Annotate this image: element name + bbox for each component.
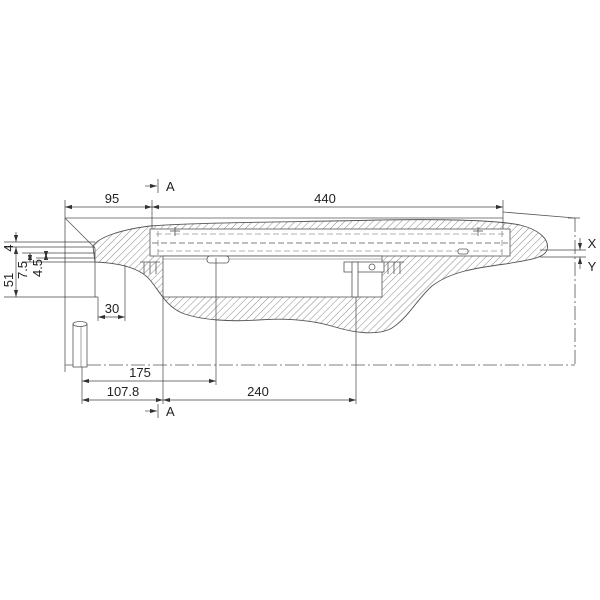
post-body — [72, 323, 88, 368]
mounting-screw-left — [170, 227, 180, 236]
offset-label-y: Y — [588, 259, 597, 274]
dimension-label-175: 175 — [129, 365, 151, 380]
valve-mark — [457, 248, 469, 255]
section-marker-bottom: A — [145, 404, 175, 419]
xy-offset-dimensions: X Y — [540, 236, 597, 274]
arm-pivot — [206, 255, 230, 264]
dimension-label-240: 240 — [247, 384, 269, 399]
top-dimension-chain: 95 440 — [65, 191, 504, 229]
fixing-bolts-right — [384, 261, 404, 274]
section-label: A — [166, 179, 175, 194]
offset-label-x: X — [588, 236, 597, 251]
mounting-screw-right — [473, 227, 483, 236]
dimension-label-51: 51 — [1, 273, 16, 287]
floor-stop-post — [72, 321, 88, 368]
dimension-label-440: 440 — [314, 191, 336, 206]
bracket-bolt — [368, 263, 376, 271]
bottom-dimensions: 175 107.8 240 — [81, 258, 357, 404]
dimension-label-95: 95 — [105, 191, 119, 206]
section-marker-top: A — [145, 179, 175, 194]
sectioned-body — [92, 219, 548, 334]
dimension-30: 30 — [97, 265, 126, 321]
dimension-label-107-8: 107.8 — [107, 384, 140, 399]
frame-diagonal — [64, 217, 96, 249]
dimension-label-30: 30 — [105, 301, 119, 316]
outline-top-right-slope — [502, 211, 576, 219]
dimension-label-4-5: 4.5 — [30, 259, 45, 277]
installation-outline — [64, 200, 580, 372]
dimension-label-7-5: 7.5 — [15, 261, 30, 279]
closer-housing-internals — [152, 227, 508, 255]
fixing-bolts-left — [140, 261, 160, 274]
arm-and-bracket — [206, 255, 385, 298]
closer-housing-cavity — [149, 228, 511, 257]
bracket-leg — [351, 261, 359, 298]
dimension-label-4: 4 — [1, 244, 16, 251]
bracket-plate — [343, 261, 385, 273]
section-label: A — [166, 404, 175, 419]
left-dimensions: 4 51 7.5 4.5 — [1, 232, 98, 298]
post-top — [72, 321, 88, 327]
